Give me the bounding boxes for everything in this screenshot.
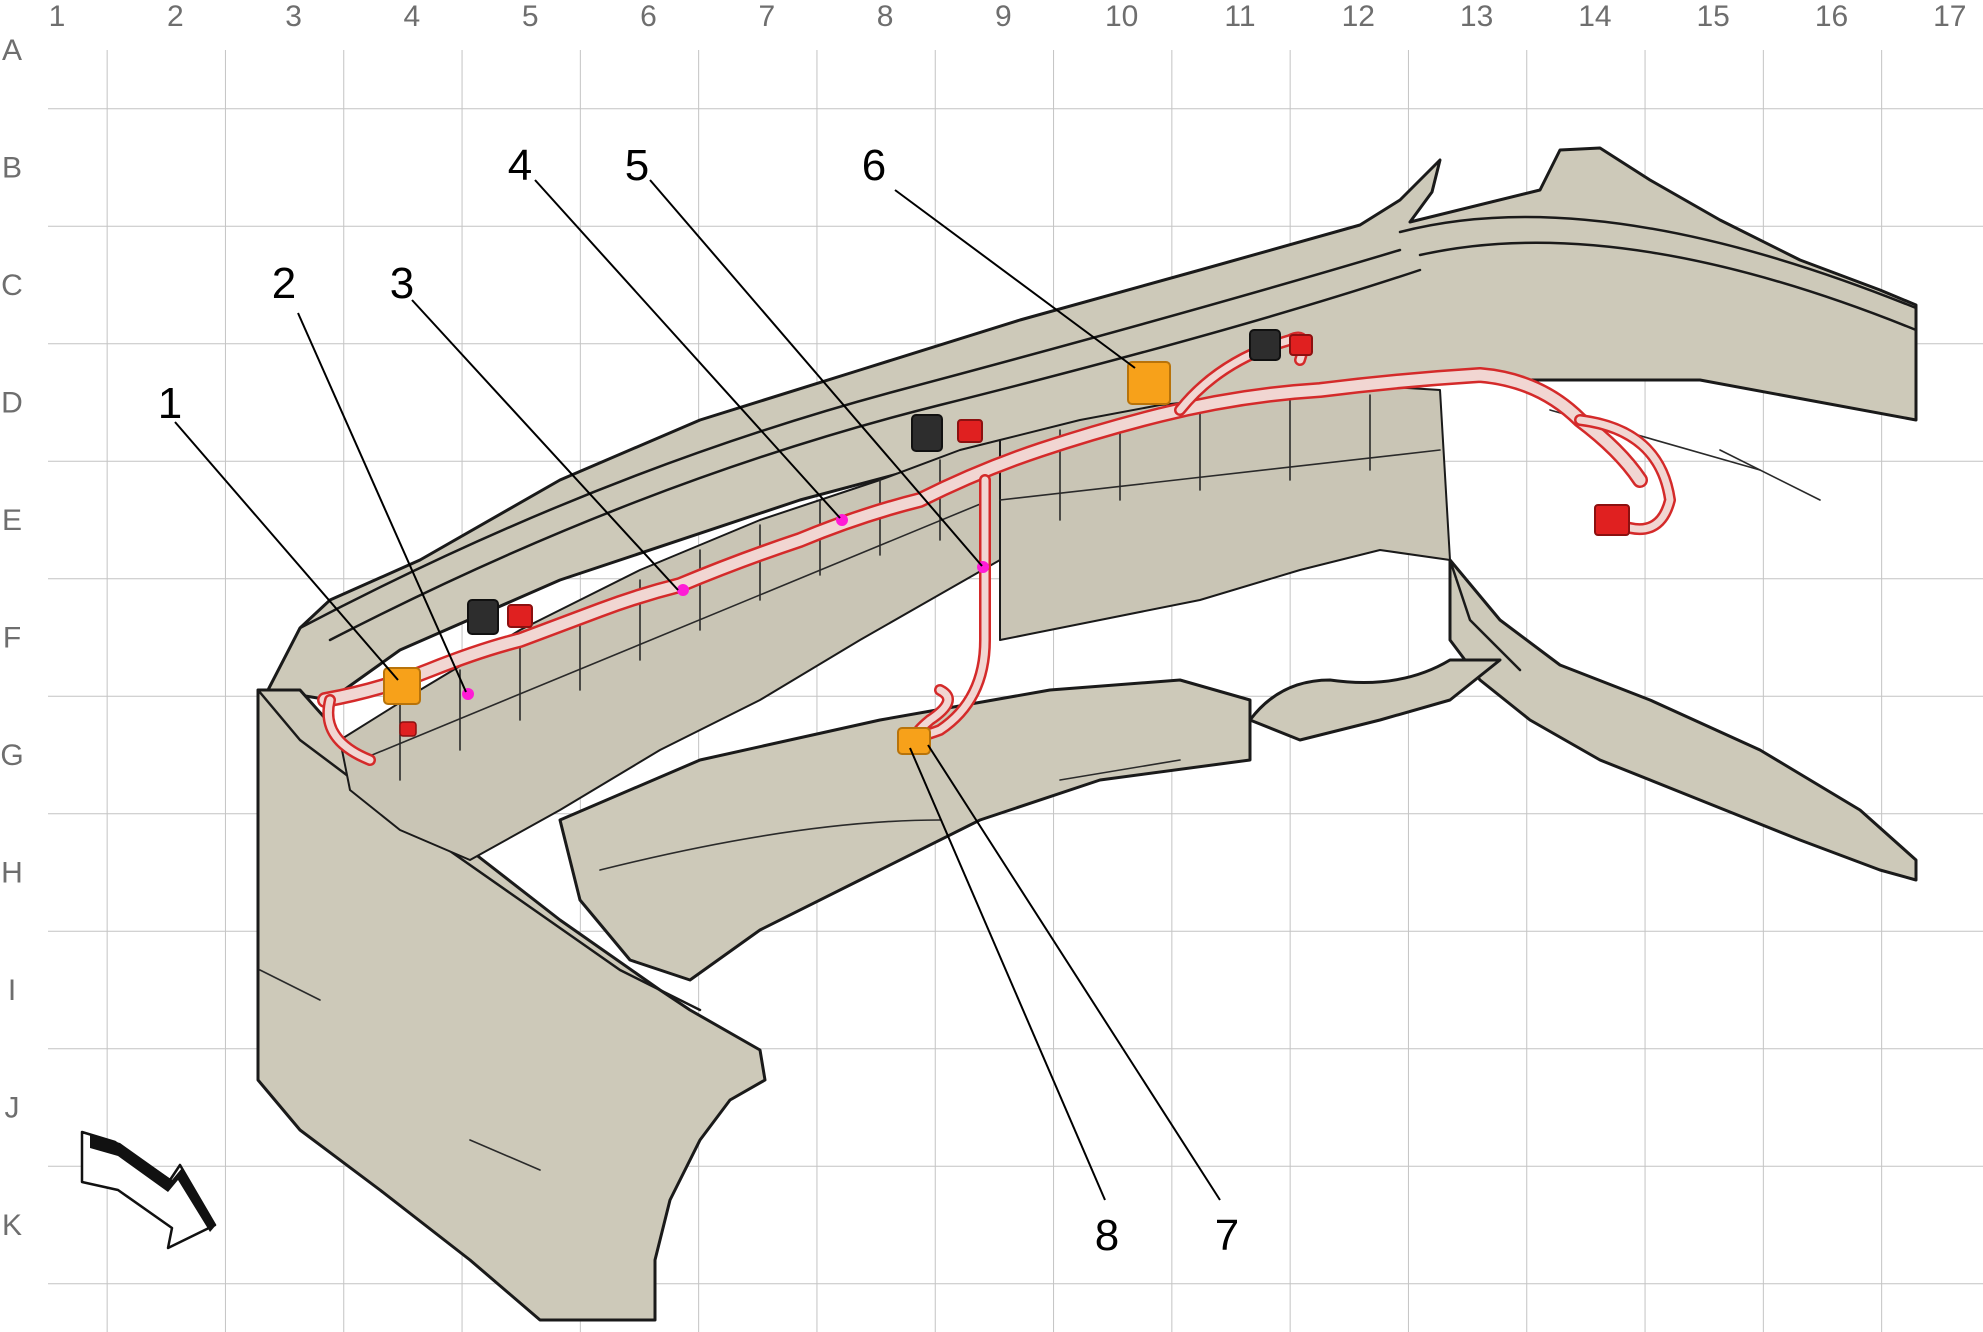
grid-row-label: H [1,857,23,890]
callout-number-7: 7 [1215,1211,1239,1260]
connectors [383,334,1630,755]
absorber-right-section [999,384,1451,641]
grid-column-label: 15 [1697,0,1730,33]
orange-connector-icon [1127,361,1171,405]
grid-row-label: A [2,34,22,67]
grid-column-label: 17 [1933,0,1966,33]
grid-column-label: 3 [285,0,302,33]
grid-column-label: 5 [522,0,539,33]
leader-line-8 [909,747,1106,1201]
fascia-detail-line [259,969,321,1001]
splice-point-icon [462,688,474,700]
grid-column-label: 7 [758,0,775,33]
leader-line-5 [649,179,983,567]
fascia-crease-line [256,688,702,1012]
fascia-detail-line [1719,449,1821,501]
grid-column-label: 6 [640,0,657,33]
harness-branch [1576,416,1674,533]
callout-number-2: 2 [272,259,296,308]
callout-number-4: 4 [508,141,532,190]
sensor-mounts [467,329,1281,635]
absorber-body [339,439,1001,861]
grid-row-label: E [2,504,22,537]
grid-column-label: 4 [404,0,421,33]
grid-column-label: 12 [1342,0,1375,33]
red-connector-icon [1289,334,1313,356]
grid-row-label: C [1,269,23,302]
sensor-icon [467,599,499,635]
callout-number-5: 5 [625,141,649,190]
sensor-icon [911,414,943,452]
grid-row-label: J [5,1092,20,1125]
grid-column-label: 10 [1105,0,1138,33]
fascia-lower-body [256,688,767,1322]
callout-number-1: 1 [158,379,182,428]
leader-line-7 [927,744,1221,1201]
grid-column-label: 9 [995,0,1012,33]
fascia-wheel-arch [1248,658,1502,742]
callout-number-6: 6 [862,141,886,190]
grid-row-labels: A B C D E F G H I J K L [0,34,23,1332]
fascia-crease-line [1418,241,1918,332]
red-connector-icon [1594,504,1630,536]
energy-absorber [339,384,1451,861]
grid-column-label: 13 [1460,0,1493,33]
leader-line-6 [894,189,1136,369]
orientation-arrow-icon [80,1130,217,1250]
fascia-crease-line [1398,215,1918,310]
grid-row-label: B [2,152,22,185]
callout-numbers: 1 2 3 4 5 6 7 8 [158,141,1239,1260]
fascia-detail-line [469,1139,541,1171]
grid-column-label: 2 [167,0,184,33]
grid-row-label: D [1,387,23,420]
fascia-crease-line [328,268,1422,642]
splice-point-icon [677,584,689,596]
fascia-detail-line [1059,759,1181,781]
red-connector-icon [507,604,533,628]
leader-line-3 [411,299,679,591]
leader-line-2 [297,312,467,693]
red-connector-icon [957,419,983,443]
grid-row-label: G [0,739,23,772]
absorber-rib [999,449,1441,501]
leader-line-4 [534,179,841,519]
fascia-right-wing [1448,558,1918,882]
leader-lines [174,179,1221,1201]
grid-column-label: 8 [877,0,894,33]
orange-connector-icon [383,667,421,705]
grid-row-label: L [4,1327,21,1332]
sensor-icon [1249,329,1281,361]
grid-row-label: K [2,1209,22,1242]
harness-branch [324,696,374,764]
grid-column-label: 16 [1815,0,1848,33]
leader-line-1 [174,421,399,681]
callout-number-8: 8 [1095,1211,1119,1260]
fascia-crease-line [1448,558,1522,672]
grid-column-label: 1 [49,0,66,33]
grid-column-labels: 1 2 3 4 5 6 7 8 9 10 11 12 13 14 15 16 1… [49,0,1967,33]
callout-number-3: 3 [390,259,414,308]
fascia-detail-line [599,819,941,871]
grid-column-label: 14 [1578,0,1611,33]
grid-column-label: 11 [1224,0,1255,33]
bumper-fascia [256,146,1918,1322]
grid-row-label: I [8,974,16,1007]
absorber-rib [359,499,991,761]
fascia-crease-line [298,248,1402,630]
orange-connector-icon [897,727,931,755]
harness-main-run [319,369,1646,706]
grid-row-label: F [3,622,21,655]
red-connector-icon [399,721,417,737]
